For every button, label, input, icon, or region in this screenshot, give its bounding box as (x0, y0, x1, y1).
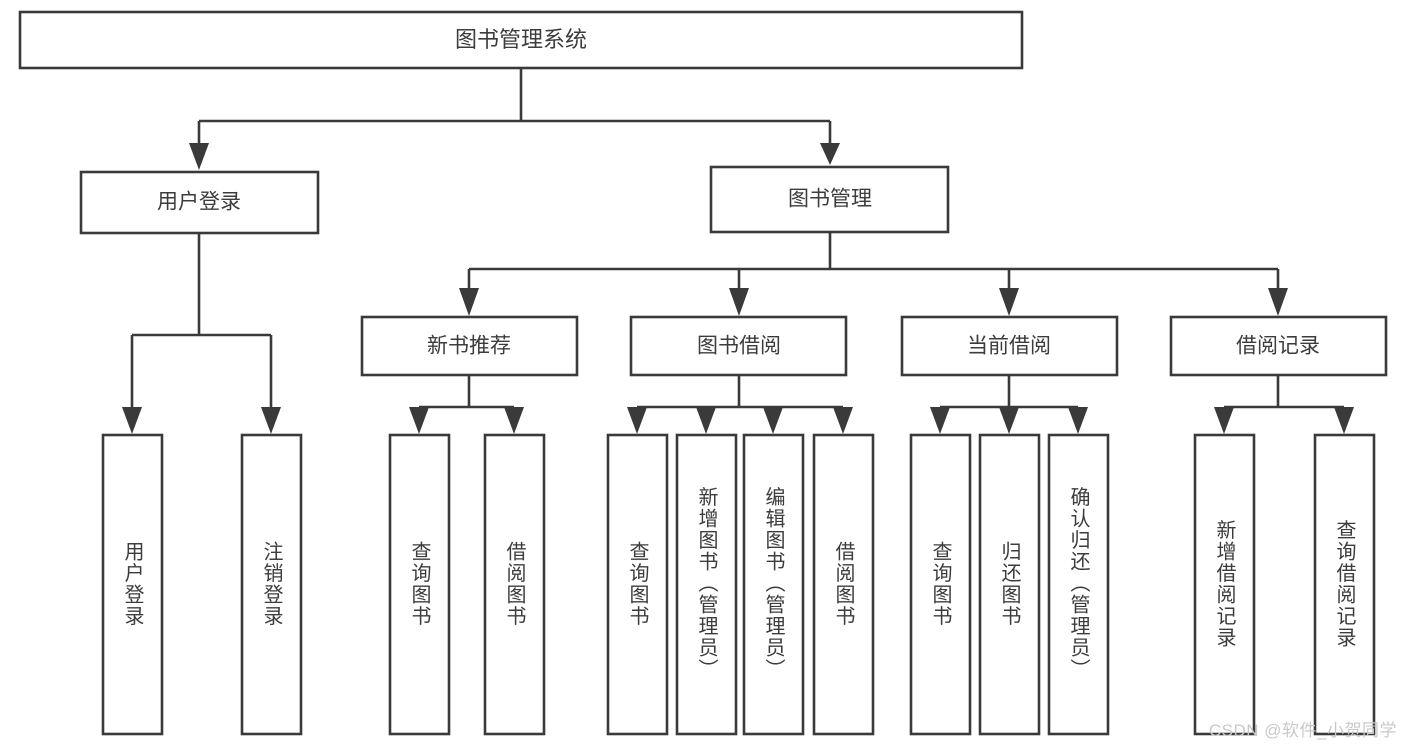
node-root[interactable]: 图书管理系统 (18, 10, 1024, 70)
arrow-to-new-book-rec (459, 288, 479, 316)
node-leaf-rec-search-label: 查询借阅记录 (1333, 519, 1356, 648)
node-borrow-record[interactable]: 借阅记录 (1169, 315, 1388, 377)
arrow-leaf-rec-search (1334, 407, 1354, 434)
node-current-borrow-label: 当前借阅 (967, 335, 1051, 358)
arrow-to-book-borrow (729, 288, 749, 316)
node-leaf-borrow-edit[interactable]: 编辑图书（管理员） (742, 433, 805, 736)
node-new-book-rec-box[interactable] (360, 315, 579, 377)
node-user-login-box[interactable] (79, 170, 320, 235)
node-user-login[interactable]: 用户登录 (79, 170, 320, 235)
node-leaf-rec-add[interactable]: 新增借阅记录 (1193, 433, 1256, 736)
node-leaf-borrow-lend-box[interactable] (812, 433, 875, 736)
node-current-borrow-box[interactable] (900, 315, 1119, 377)
node-leaf-borrow-add-label: 新增图书（管理员） (695, 486, 718, 680)
node-leaf-cur-confirm[interactable]: 确认归还（管理员） (1047, 433, 1110, 736)
arrow-to-book-manage (820, 143, 840, 165)
arrow-leaf-user-logout (261, 407, 281, 434)
node-leaf-cur-return-label: 归还图书 (998, 541, 1021, 627)
node-leaf-user-login-label: 用户登录 (121, 541, 144, 627)
node-leaf-cur-confirm-label: 确认归还（管理员） (1067, 486, 1090, 680)
node-book-manage-label: 图书管理 (788, 188, 872, 211)
node-leaf-cur-query[interactable]: 查询图书 (909, 433, 972, 736)
node-new-book-rec[interactable]: 新书推荐 (360, 315, 579, 377)
node-leaf-user-logout[interactable]: 注销登录 (240, 433, 303, 736)
node-book-manage[interactable]: 图书管理 (709, 165, 950, 234)
node-leaf-cur-query-box[interactable] (909, 433, 972, 736)
node-leaf-rec-add-box[interactable] (1193, 433, 1256, 736)
node-leaf-borrow-edit-box[interactable] (742, 433, 805, 736)
node-leaf-borrow-add[interactable]: 新增图书（管理员） (675, 433, 738, 736)
node-user-login-label: 用户登录 (157, 191, 241, 214)
node-leaf-borrow-query-box[interactable] (606, 433, 669, 736)
node-leaf-user-logout-label: 注销登录 (260, 541, 283, 627)
node-leaf-rec-query-box[interactable] (388, 433, 451, 736)
node-root-label: 图书管理系统 (455, 27, 587, 52)
node-leaf-borrow-edit-label: 编辑图书（管理员） (762, 486, 785, 680)
node-borrow-record-label: 借阅记录 (1236, 335, 1320, 358)
arrow-to-current-borrow (999, 288, 1019, 316)
arrow-leaf-rec-borrow (504, 407, 524, 434)
node-leaf-borrow-add-box[interactable] (675, 433, 738, 736)
node-leaf-cur-query-label: 查询图书 (929, 541, 952, 627)
node-leaf-cur-confirm-box[interactable] (1047, 433, 1110, 736)
node-book-borrow-box[interactable] (629, 315, 848, 377)
arrow-to-borrow-record (1268, 288, 1288, 316)
arrow-to-user-login (189, 143, 209, 170)
node-leaf-rec-borrow[interactable]: 借阅图书 (483, 433, 546, 736)
arrow-leaf-cur-return (999, 407, 1019, 434)
arrow-leaf-user-login (122, 407, 142, 434)
arrow-leaf-borrow-lend (833, 407, 853, 434)
arrow-leaf-borrow-edit (763, 407, 783, 434)
node-leaf-borrow-lend[interactable]: 借阅图书 (812, 433, 875, 736)
node-leaf-cur-return-box[interactable] (978, 433, 1041, 736)
node-leaf-rec-query[interactable]: 查询图书 (388, 433, 451, 736)
node-leaf-user-login-box[interactable] (101, 433, 164, 736)
node-borrow-record-box[interactable] (1169, 315, 1388, 377)
node-leaf-cur-return[interactable]: 归还图书 (978, 433, 1041, 736)
node-book-manage-box[interactable] (709, 165, 950, 234)
arrow-leaf-borrow-query (627, 407, 647, 434)
node-leaf-user-logout-box[interactable] (240, 433, 303, 736)
node-leaf-rec-borrow-box[interactable] (483, 433, 546, 736)
arrow-leaf-rec-add (1214, 407, 1234, 434)
node-book-borrow-label: 图书借阅 (697, 335, 781, 358)
node-root-box[interactable] (18, 10, 1024, 70)
node-leaf-rec-query-label: 查询图书 (408, 541, 431, 627)
node-current-borrow[interactable]: 当前借阅 (900, 315, 1119, 377)
arrow-leaf-borrow-add (696, 407, 716, 434)
arrow-leaf-cur-query (930, 407, 950, 434)
node-book-borrow[interactable]: 图书借阅 (629, 315, 848, 377)
node-leaf-user-login[interactable]: 用户登录 (101, 433, 164, 736)
node-leaf-rec-borrow-label: 借阅图书 (503, 541, 526, 627)
arrow-leaf-cur-confirm (1068, 407, 1088, 434)
node-leaf-borrow-query-label: 查询图书 (626, 541, 649, 627)
node-leaf-rec-add-label: 新增借阅记录 (1213, 519, 1236, 648)
node-leaf-rec-search-box[interactable] (1313, 433, 1376, 736)
node-new-book-rec-label: 新书推荐 (427, 335, 511, 358)
arrow-leaf-rec-query (409, 407, 429, 434)
node-leaf-borrow-query[interactable]: 查询图书 (606, 433, 669, 736)
connector-layer (122, 68, 1354, 434)
node-leaf-borrow-lend-label: 借阅图书 (832, 541, 855, 627)
node-leaf-rec-search[interactable]: 查询借阅记录 (1313, 433, 1376, 736)
